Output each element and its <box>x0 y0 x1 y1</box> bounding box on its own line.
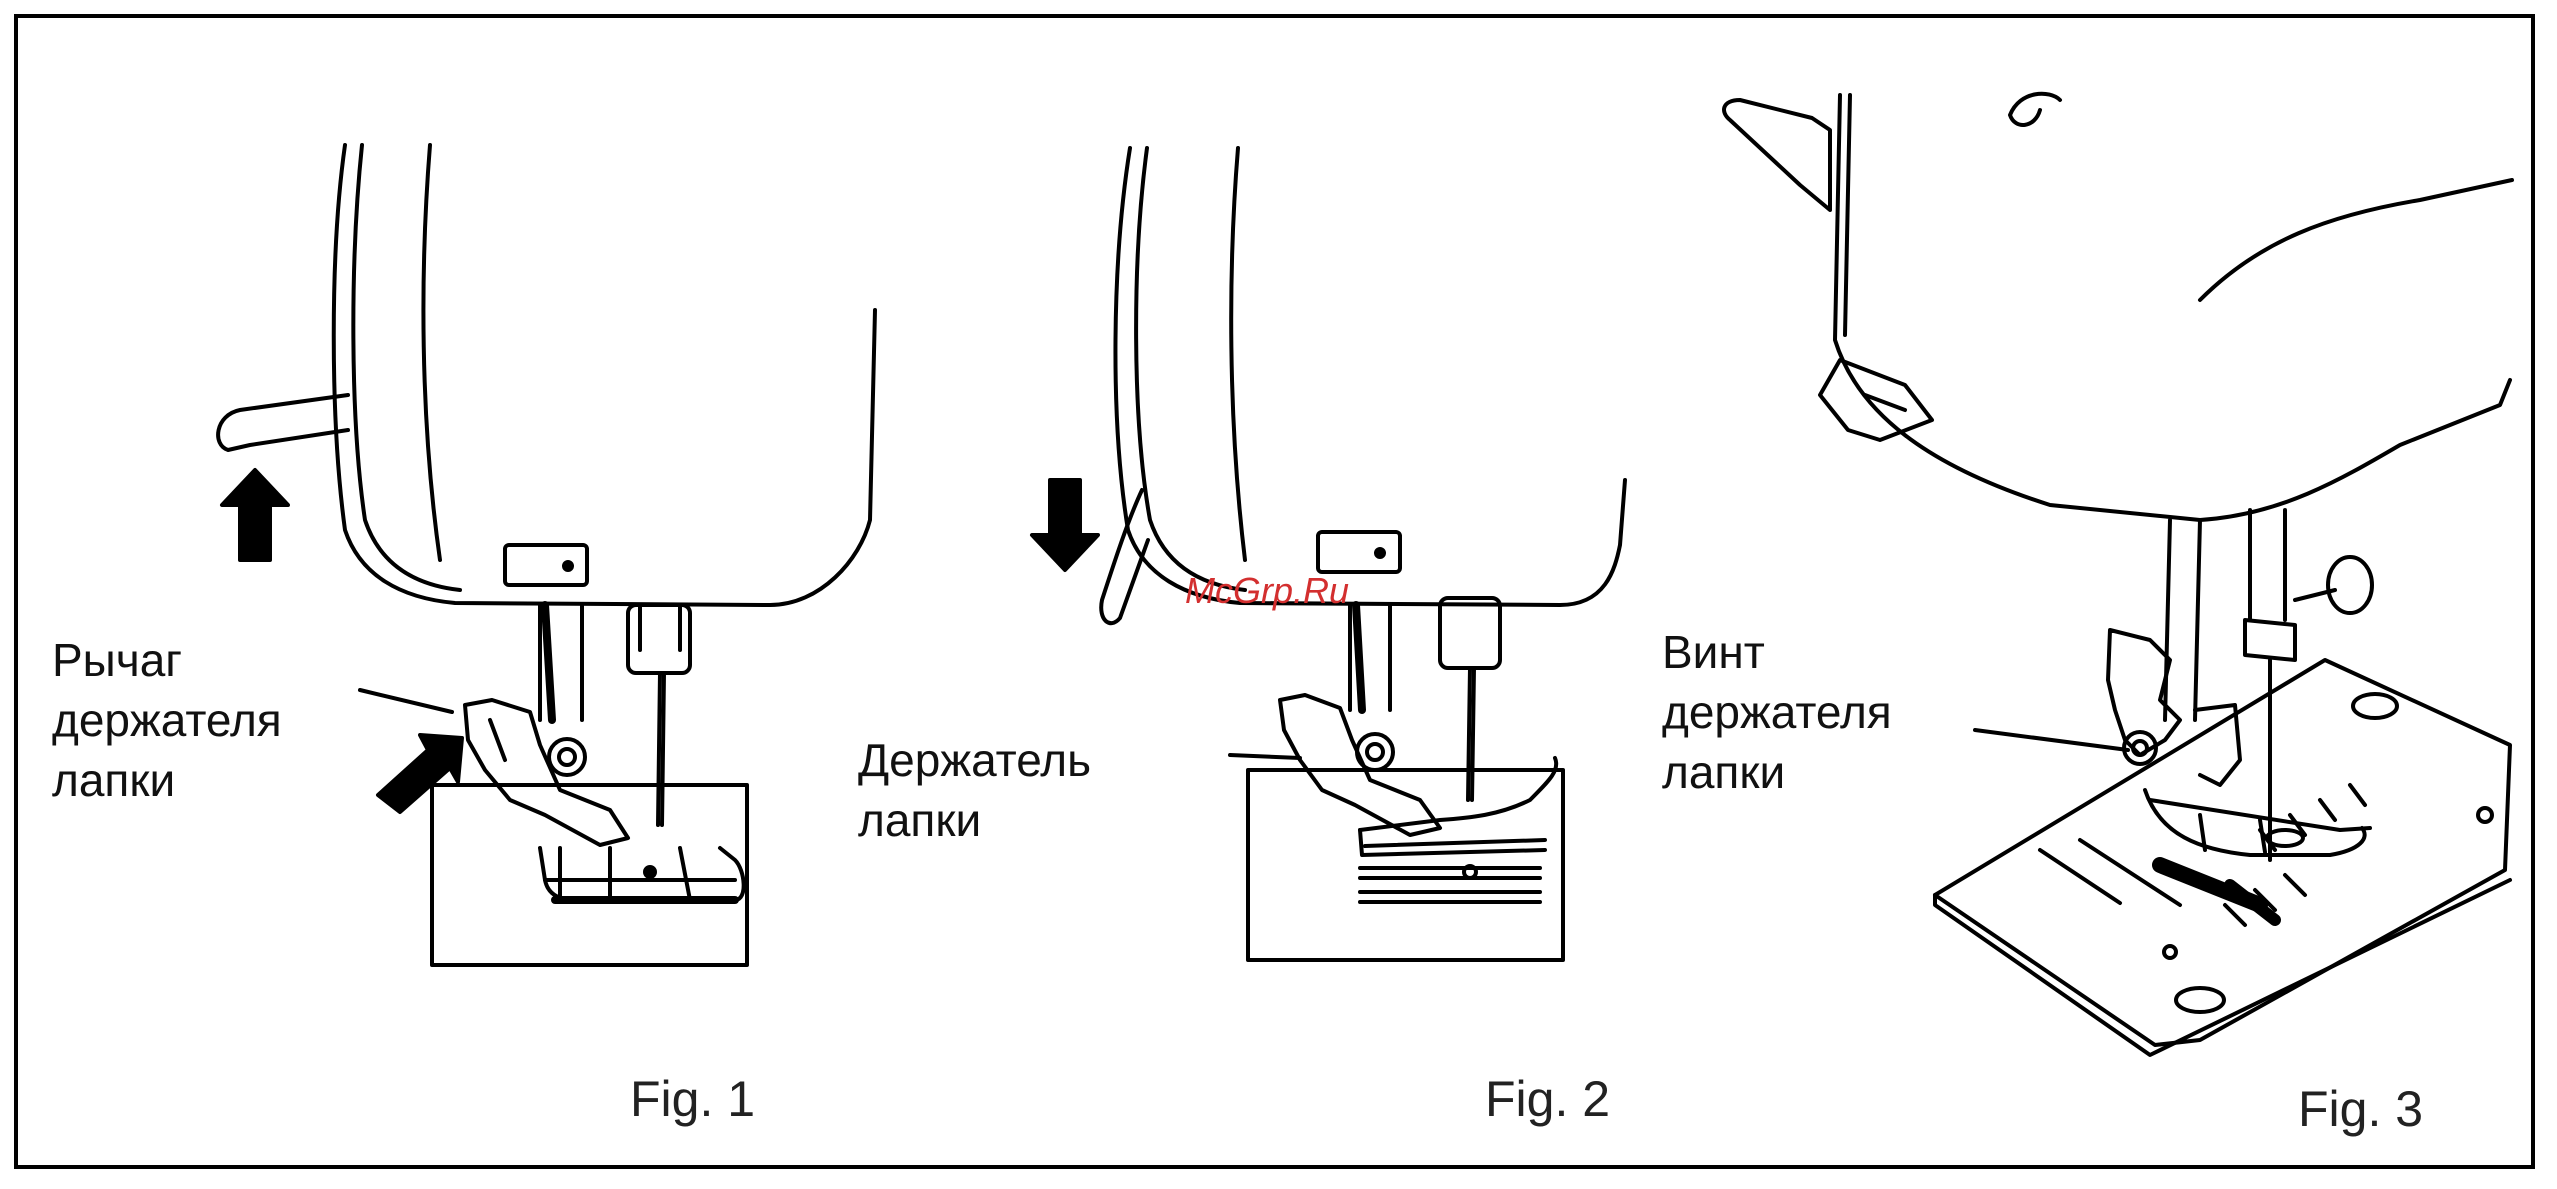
foot-holder-3 <box>2108 630 2240 785</box>
figure-1-illustration <box>218 145 875 965</box>
presser-foot-1 <box>540 848 744 900</box>
callout-line: Рычаг <box>52 630 282 690</box>
figure-2-illustration <box>1032 148 1625 960</box>
callout-leader-3 <box>1975 730 2128 750</box>
callout-line: Держатель <box>858 730 1091 790</box>
figure-3-caption: Fig. 3 <box>2298 1080 2423 1138</box>
foot-holder-2 <box>1280 695 1440 835</box>
callout-label-figure-3: Винт держателя лапки <box>1662 622 1892 802</box>
figure-2-caption: Fig. 2 <box>1485 1070 1610 1128</box>
needle-plate-slots-2 <box>1360 866 1540 902</box>
callout-line: держателя <box>1662 682 1892 742</box>
callout-line: держателя <box>52 690 282 750</box>
callout-label-figure-1: Рычаг держателя лапки <box>52 630 282 810</box>
machine-head-2 <box>1115 148 1625 605</box>
fabric-1 <box>432 785 747 965</box>
figure-3-illustration <box>1724 94 2512 1055</box>
machine-head-3 <box>1724 94 2512 520</box>
machine-head-1 <box>334 145 875 605</box>
up-arrow-icon <box>222 470 288 560</box>
figure-1-caption: Fig. 1 <box>630 1070 755 1128</box>
callout-label-figure-2: Держатель лапки <box>858 730 1091 850</box>
callout-line: Винт <box>1662 622 1892 682</box>
presser-foot-2 <box>1360 758 1556 855</box>
callout-line: лапки <box>1662 742 1892 802</box>
callout-leader-2 <box>1230 755 1300 758</box>
callout-line: лапки <box>858 790 1091 850</box>
presser-bar-2 <box>1350 605 1390 710</box>
watermark: McGrp.Ru <box>1185 570 1349 612</box>
fabric-2 <box>1248 770 1563 960</box>
presser-foot-3 <box>2145 790 2370 855</box>
diagonal-arrow-icon <box>378 735 462 812</box>
needle-plate-3 <box>1935 660 2510 1055</box>
needle-1 <box>628 605 690 825</box>
down-arrow-icon <box>1032 480 1098 570</box>
callout-line: лапки <box>52 750 282 810</box>
callout-leader-1 <box>360 690 452 712</box>
foot-holder-1 <box>465 700 628 845</box>
presser-lever-1 <box>218 395 348 450</box>
presser-bar-1 <box>540 605 582 720</box>
